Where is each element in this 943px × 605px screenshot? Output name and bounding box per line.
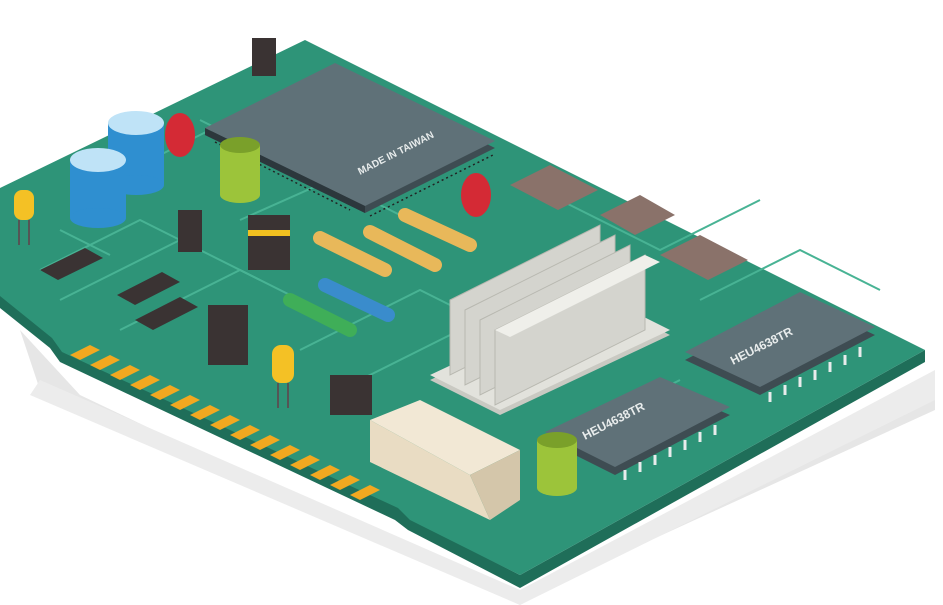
red-disc-capacitor-2: [461, 173, 491, 217]
heat-sink: [430, 224, 670, 415]
small-ic-chips: [510, 165, 748, 280]
ic-chip-2: HEU4638TR: [685, 292, 875, 402]
board-shadow-lower: [30, 370, 935, 605]
blue-capacitor-2: [70, 148, 126, 228]
yellow-led-2: [272, 345, 294, 408]
green-capacitor-2: [537, 432, 577, 496]
yellow-led-1: [14, 190, 34, 245]
transistors: [178, 38, 372, 415]
black-sot-chips: [40, 248, 198, 330]
pin-header-connector: [370, 400, 520, 520]
resistors: [283, 208, 477, 337]
red-disc-capacitor-1: [165, 113, 195, 157]
green-capacitor-1: [220, 137, 260, 203]
gold-edge-connector: [70, 345, 380, 500]
